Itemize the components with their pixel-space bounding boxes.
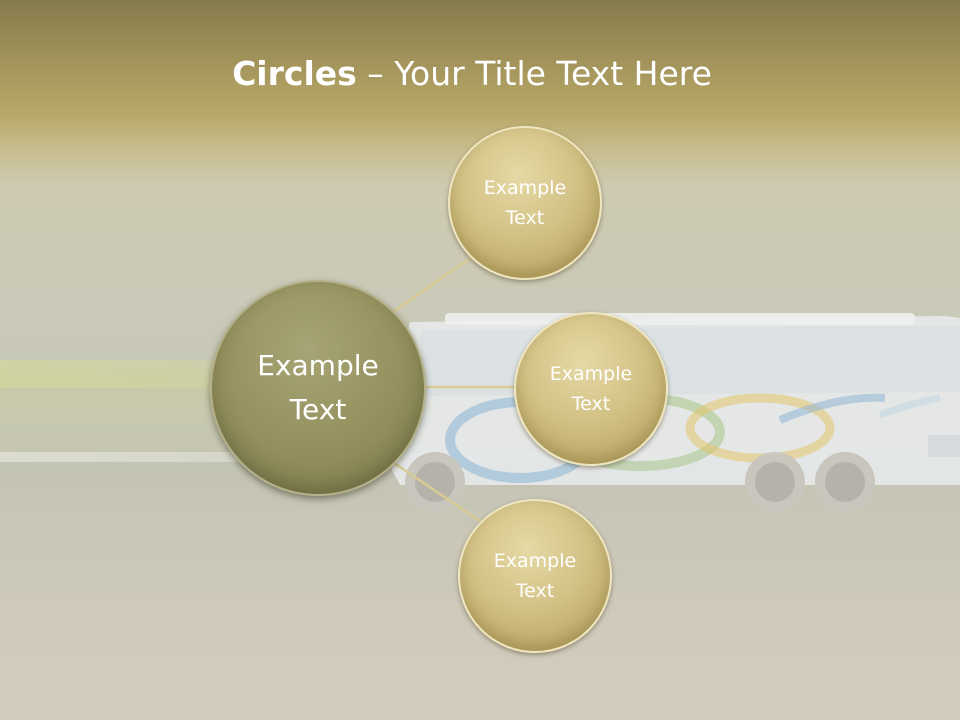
circle-top-label: Example Text [483,177,567,229]
circle-middle[interactable]: Example Text [514,312,668,466]
circle-bottom[interactable]: Example Text [458,499,612,653]
circle-bottom-label: Example Text [493,550,577,602]
center-circle[interactable]: Example Text [210,280,426,496]
center-circle-label: Example Text [257,349,379,426]
title-rest: – Your Title Text Here [356,54,712,93]
circle-top[interactable]: Example Text [448,126,602,280]
connector-top [392,254,474,314]
title-bold: Circles [232,54,357,93]
circle-middle-label: Example Text [549,363,633,415]
connector-bottom [393,461,481,523]
slide-title: Circles – Your Title Text Here [0,54,944,93]
